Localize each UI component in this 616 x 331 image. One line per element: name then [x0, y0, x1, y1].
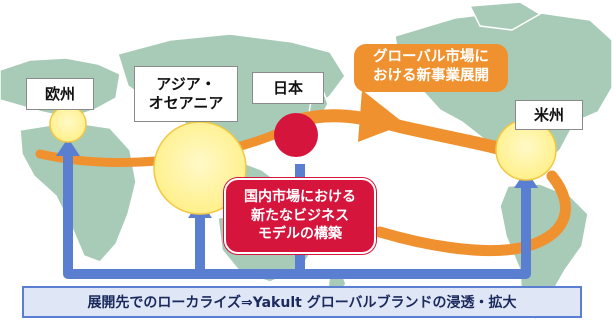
- localization-banner-text: 展開先でのローカライズ⇒Yakult グローバルブランドの浸透・拡大: [87, 295, 517, 311]
- region-label-europe-text: 欧州: [44, 84, 75, 103]
- region-label-japan: 日本: [252, 72, 324, 104]
- blue-route-americas: [300, 182, 531, 279]
- europe-market-circle: [49, 105, 87, 143]
- blue-arrowhead-europe: [56, 138, 80, 156]
- region-label-asia-line1: アジア・: [156, 75, 216, 94]
- global-return-arc: [374, 170, 571, 257]
- domestic-callout-line1: 国内市場における: [244, 188, 356, 205]
- domestic-callout-line2: 新たなビジネス: [251, 207, 349, 224]
- blue-route-europe: [63, 150, 300, 279]
- region-label-americas-text: 米州: [533, 105, 564, 124]
- region-label-americas: 米州: [515, 100, 583, 130]
- global-callout-line2: おける新事業展開: [373, 67, 489, 84]
- region-label-asia-oceania: アジア・ オセアニア: [134, 66, 238, 122]
- localization-banner: 展開先でのローカライズ⇒Yakult グローバルブランドの浸透・拡大: [22, 286, 582, 318]
- global-callout-line1: グローバル市場に: [373, 49, 489, 65]
- japan-market-circle: [274, 113, 318, 157]
- region-label-europe: 欧州: [26, 78, 94, 110]
- region-label-asia-line2: オセアニア: [148, 94, 224, 112]
- region-label-japan-text: 日本: [272, 78, 303, 97]
- domestic-callout-line3: モデルの構築: [258, 226, 342, 243]
- domestic-business-callout: 国内市場における 新たなビジネス モデルの構築: [224, 178, 376, 254]
- orange-arrowhead: [358, 90, 405, 142]
- asia-oceania-market-circle: [153, 121, 247, 215]
- global-business-callout: グローバル市場に おける新事業展開: [354, 44, 508, 92]
